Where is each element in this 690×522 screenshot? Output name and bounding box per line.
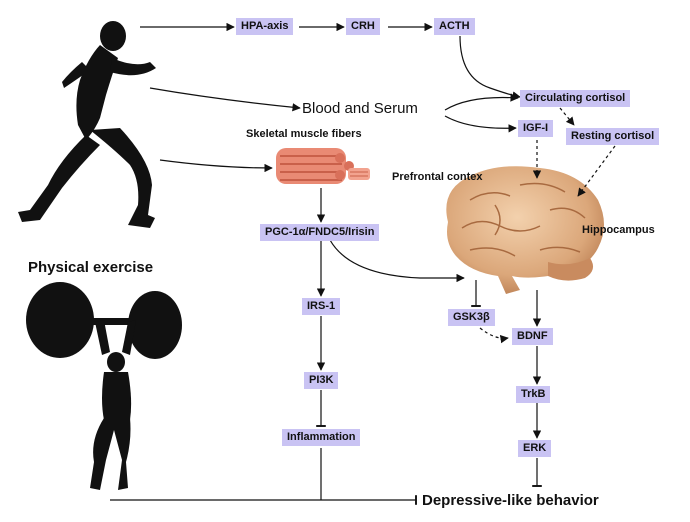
- node-acth: ACTH: [434, 18, 475, 35]
- node-irs-1: IRS-1: [302, 298, 341, 315]
- node-bdnf: BDNF: [512, 328, 553, 345]
- muscle-fiber-icon: [276, 148, 370, 184]
- runner-icon: [18, 21, 156, 228]
- node-igf-1: IGF-I: [518, 120, 554, 137]
- node-pgc: PGC-1α/FNDC5/Irisin: [260, 224, 380, 241]
- label-blood-serum: Blood and Serum: [302, 100, 418, 117]
- label-depressive-behavior: Depressive-like behavior: [422, 492, 599, 509]
- label-physical-exercise: Physical exercise: [28, 259, 154, 276]
- label-hippocampus: Hippocampus: [582, 224, 655, 236]
- node-crh: CRH: [346, 18, 380, 35]
- node-circulating-cortisol: Circulating cortisol: [520, 90, 631, 107]
- node-inflammation: Inflammation: [282, 429, 361, 446]
- node-pi3k: PI3K: [304, 372, 339, 389]
- brain-icon: [446, 166, 604, 294]
- node-erk: ERK: [518, 440, 552, 457]
- node-gsk3b: GSK3β: [448, 309, 495, 326]
- node-trkb: TrkB: [516, 386, 551, 403]
- weightlifter-icon: [26, 282, 182, 490]
- node-resting-cortisol: Resting cortisol: [566, 128, 660, 145]
- node-hpa-axis: HPA-axis: [236, 18, 294, 35]
- label-skeletal-muscle: Skeletal muscle fibers: [246, 128, 362, 140]
- label-prefrontal: Prefrontal contex: [392, 171, 483, 183]
